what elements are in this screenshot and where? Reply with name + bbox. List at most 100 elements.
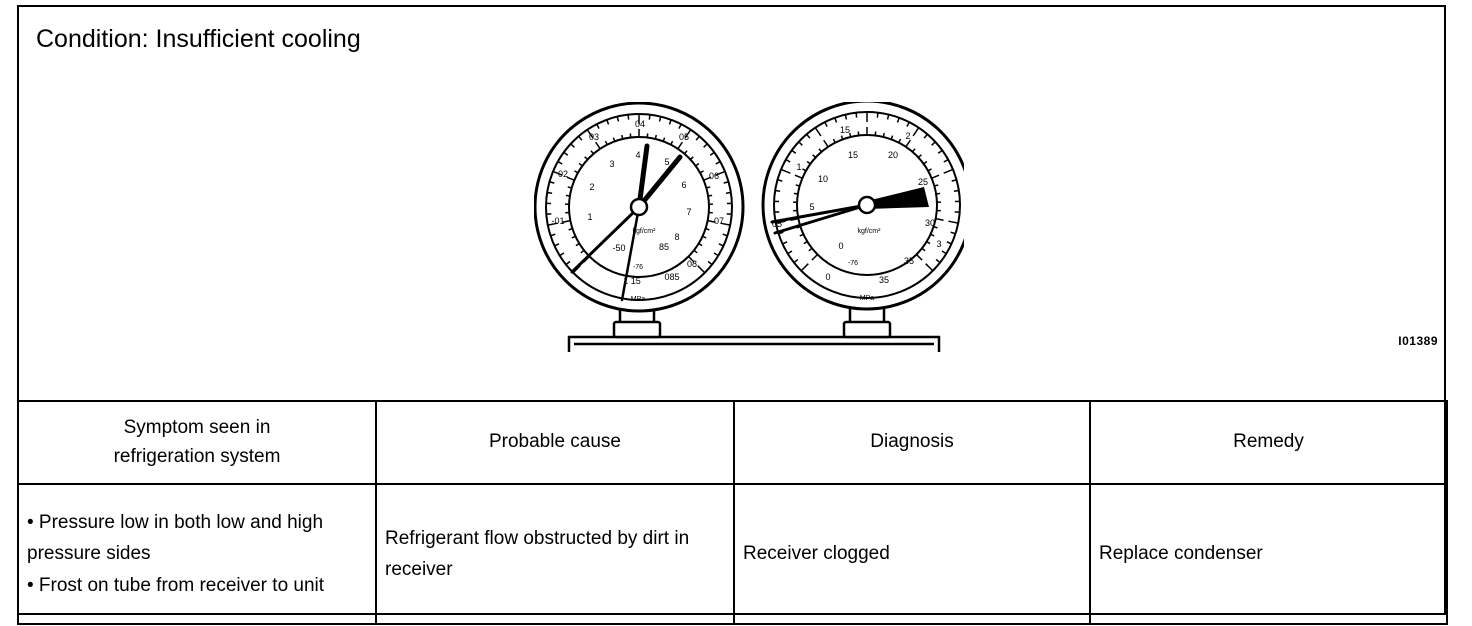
gauge-tick — [706, 186, 711, 189]
gauge-tick — [906, 121, 910, 127]
high-inner-label: -76 — [848, 260, 858, 267]
gauge-tick — [812, 154, 817, 159]
gauge-tick — [720, 222, 731, 226]
high-needle-wedge — [867, 187, 929, 209]
gauge-tick — [713, 252, 719, 257]
gauge-tick — [934, 184, 939, 187]
low-inner-label: 8 — [674, 232, 679, 242]
gauge-tick — [935, 217, 944, 221]
gauge-tick — [549, 181, 555, 184]
gauge-tick — [578, 135, 583, 141]
gauge-tick — [612, 137, 616, 142]
gauge-tick — [803, 240, 808, 245]
table-header-row: Symptom seen in refrigeration system Pro… — [17, 400, 1448, 485]
gauge-tick — [568, 227, 573, 231]
low-gauge-needles — [570, 143, 683, 302]
gauge-tick — [898, 138, 902, 143]
gauge-tick — [715, 170, 726, 176]
gauge-tick — [775, 220, 786, 224]
low-outer-label: 03 — [589, 132, 599, 142]
gauge-tick — [950, 231, 956, 235]
high-inner-label: 30 — [925, 218, 935, 228]
gauge-tick — [554, 243, 560, 247]
gauge-tick — [574, 170, 579, 174]
gauge-tick — [943, 168, 954, 174]
gauge-tick — [798, 141, 803, 146]
gauge-tick — [777, 179, 783, 182]
high-inner-label: 0 — [838, 241, 843, 251]
gauge-tick — [708, 194, 713, 197]
gauge-tick — [557, 160, 563, 165]
gauge-tick — [840, 135, 844, 140]
gauge-tick — [595, 141, 601, 150]
gauge-tick — [936, 192, 941, 195]
gauge-tick — [832, 138, 836, 143]
gauge-tick — [723, 181, 729, 184]
high-inner-label: 10 — [818, 174, 828, 184]
gauge-tick — [931, 141, 936, 146]
low-outer-label: -01 — [551, 216, 564, 226]
gauge-tick — [818, 148, 823, 153]
low-inner-label: 4 — [635, 150, 640, 160]
gauge-tick — [794, 174, 803, 179]
gauge-tick — [923, 133, 928, 139]
low-unit-label: kgf/cm² — [633, 228, 657, 235]
gauge-tick — [793, 192, 798, 195]
gauge-tick — [596, 123, 600, 129]
header-symptom: Symptom seen in refrigeration system — [17, 400, 377, 485]
gauge-tick — [627, 114, 630, 120]
header-cause: Probable cause — [375, 400, 735, 485]
gauge-tick — [571, 235, 576, 239]
gauge-tick — [709, 151, 715, 156]
low-outer-label: 08 — [687, 259, 697, 269]
high-outer-label: 1 — [796, 162, 801, 172]
gauge-tick — [941, 250, 947, 255]
symptom-item: • Frost on tube from receiver to unit — [27, 574, 325, 596]
gauge-tick — [684, 129, 692, 139]
low-outer-label: 04 — [635, 119, 645, 129]
low-outer-label: 085 — [664, 272, 679, 282]
gauge-tick — [943, 158, 949, 163]
gauge-tick — [923, 160, 928, 165]
manifold-gauge-illustration: 04 03 05 02 06 -01 07 08 085 3 2 1 4 5 6… — [534, 102, 964, 352]
gauge-tick — [946, 241, 952, 245]
diagnosis-table: Symptom seen in refrigeration system Pro… — [17, 400, 1448, 625]
gauge-tick — [886, 114, 890, 120]
gauge-tick — [844, 114, 848, 120]
table-row: • Pressure low in both low and high pres… — [17, 483, 1448, 625]
gauge-tick — [925, 263, 934, 272]
header-diagnosis: Diagnosis — [733, 400, 1091, 485]
cell-cause: Refrigerant flow obstructed by dirt in r… — [375, 483, 735, 625]
high-outer-label: 3 — [936, 239, 941, 249]
gauge-tick — [806, 160, 811, 165]
gauge-tick — [811, 253, 819, 261]
gauge-tick — [565, 260, 571, 266]
high-outer-label: 0 — [825, 272, 830, 282]
gauge-tick — [707, 219, 716, 223]
gauge-tick — [705, 227, 710, 231]
gauge-tick — [654, 134, 658, 140]
gauge-tick — [951, 179, 957, 182]
gauge-tick — [703, 176, 712, 181]
high-needle-hub — [857, 195, 877, 215]
gauge-tick — [648, 114, 651, 120]
gauge-tick — [616, 116, 620, 122]
gauge-tick — [890, 135, 894, 140]
gauge-tick — [683, 150, 688, 155]
gauge-tick — [567, 186, 572, 189]
gauge-tick — [930, 233, 935, 237]
gauge-tick — [808, 247, 813, 252]
gauge-tick — [905, 139, 911, 148]
low-inner-label: 3 — [609, 159, 614, 169]
gauge-tick — [702, 235, 707, 239]
figure-id: I01389 — [1398, 334, 1438, 348]
gauge-tick — [570, 143, 575, 148]
gauge-tick — [795, 184, 800, 187]
low-inner-label: 85 — [659, 242, 669, 252]
gauge-tick — [562, 219, 571, 223]
low-needle-hub — [629, 197, 649, 217]
gauge-tick — [662, 137, 666, 142]
condition-panel: Condition: Insufficient cooling 04 03 0 — [17, 5, 1448, 625]
gauge-tick — [697, 265, 706, 274]
gauge-tick — [715, 160, 721, 165]
